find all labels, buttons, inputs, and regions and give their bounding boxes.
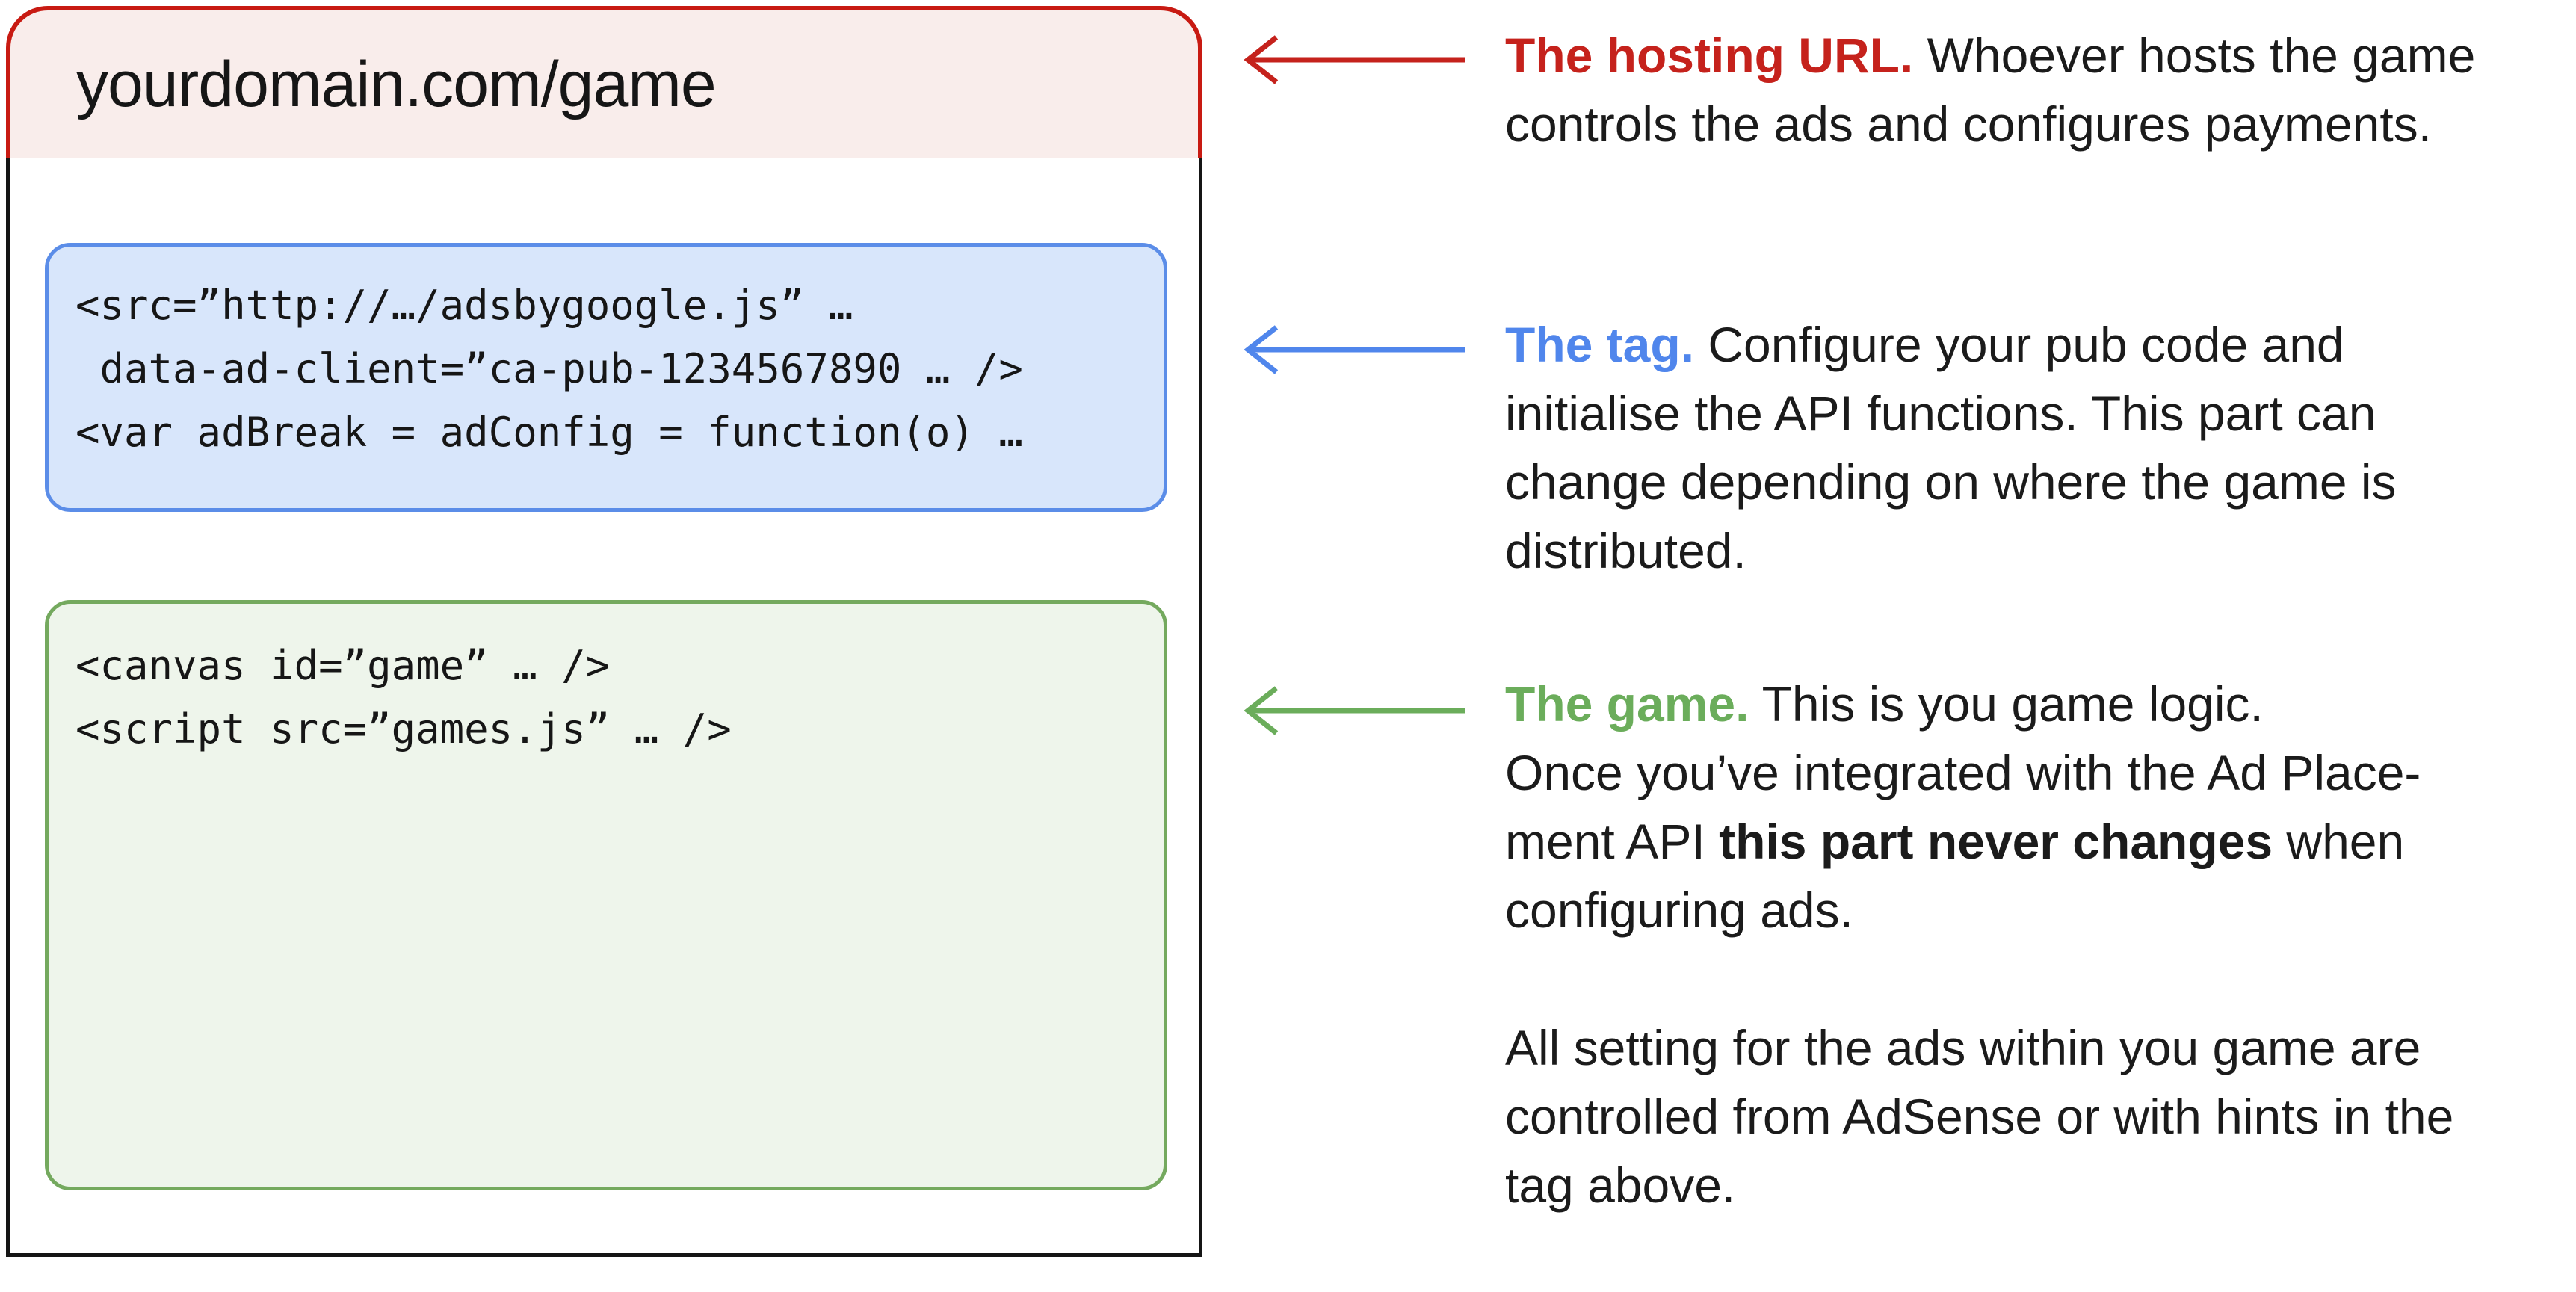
url-text: yourdomain.com/game [76,48,717,120]
tag-code: <src=”http://…/adsbygoogle.js” … data-ad… [75,282,1023,456]
annotation-game: The game. This is you game logic. Once y… [1505,670,2576,945]
annotation-hosting-body: Whoever hosts the game controls the ads … [1505,28,2476,152]
annotation-tag: The tag. Configure your pub code and ini… [1505,310,2576,585]
url-bar: yourdomain.com/game [6,6,1202,163]
annotation-game-lead: The game. [1505,676,1749,732]
tag-code-box: <src=”http://…/adsbygoogle.js” … data-ad… [45,243,1167,512]
annotation-hosting-url: The hosting URL. Whoever hosts the game … [1505,21,2576,158]
annotation-game-body-after: when configuring ads. [1505,814,2405,938]
annotation-game-body-before: This is you game logic. Once you’ve inte… [1505,676,2421,869]
game-code: <canvas id=”game” … /> <script src=”game… [75,642,732,752]
red-left-arrow-icon [1244,35,1465,84]
blue-left-arrow-icon [1244,325,1465,374]
annotation-tag-lead: The tag. [1505,317,1695,372]
annotation-tag-body: Configure your pub code and initialise t… [1505,317,2397,578]
green-left-arrow-icon [1244,686,1465,735]
annotation-settings: All setting for the ads within you game … [1505,1013,2576,1220]
annotation-hosting-lead: The hosting URL. [1505,28,1914,83]
game-code-box: <canvas id=”game” … /> <script src=”game… [45,600,1167,1190]
annotation-settings-body: All setting for the ads within you game … [1505,1020,2454,1213]
annotation-game-bold: this part never changes [1719,814,2273,869]
